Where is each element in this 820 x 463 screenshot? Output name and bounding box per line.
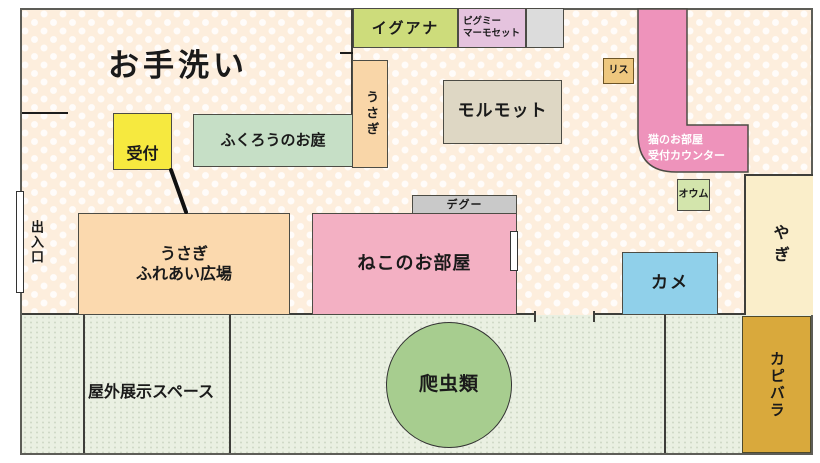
room-parrot: オウム xyxy=(677,179,710,211)
room-squirrel: リス xyxy=(603,58,634,84)
doorway-tick-right xyxy=(593,311,595,322)
entrance-door xyxy=(16,191,24,293)
room-owl-garden: ふくろうのお庭 xyxy=(193,114,353,167)
room-cat: ねこのお部屋 xyxy=(312,213,517,315)
outdoor-exhibit-label: 屋外展示スペース xyxy=(88,382,215,401)
room-degu: デグー xyxy=(412,195,517,214)
room-iguana: イグアナ xyxy=(353,8,458,48)
room-storage xyxy=(526,8,564,48)
reception-desk: 受付 xyxy=(113,113,172,170)
restroom-wall-stub xyxy=(22,112,68,114)
doorway-tick-left xyxy=(534,311,536,322)
restroom-wall-small-stub xyxy=(340,52,353,54)
area-goat: やぎ xyxy=(744,174,813,315)
area-capybara: カピバラ xyxy=(742,316,811,453)
area-reptiles: 爬虫類 xyxy=(386,322,512,448)
rabbit-plaza-label: うさぎ ふれあい広場 xyxy=(135,244,232,283)
room-pygmy-marmoset: ピグミー マーモセット xyxy=(458,8,526,48)
room-rabbit: うさぎ xyxy=(352,60,388,168)
room-guinea-pig: モルモット xyxy=(443,80,562,144)
room-rabbit-plaza: うさぎ ふれあい広場 xyxy=(78,213,290,315)
room-turtle: カメ xyxy=(622,252,718,315)
cat-room-door xyxy=(510,231,518,271)
entrance-exit-label: 出入口 xyxy=(28,220,43,265)
outdoor-divider-3 xyxy=(664,315,666,453)
pygmy-marmoset-label: ピグミー マーモセット xyxy=(463,16,521,39)
cat-counter-label: 猫のお部屋 受付カウンター xyxy=(648,133,725,162)
outdoor-divider-1 xyxy=(83,315,85,453)
restroom-label: お手洗い xyxy=(108,48,248,84)
outdoor-divider-2 xyxy=(229,315,231,453)
